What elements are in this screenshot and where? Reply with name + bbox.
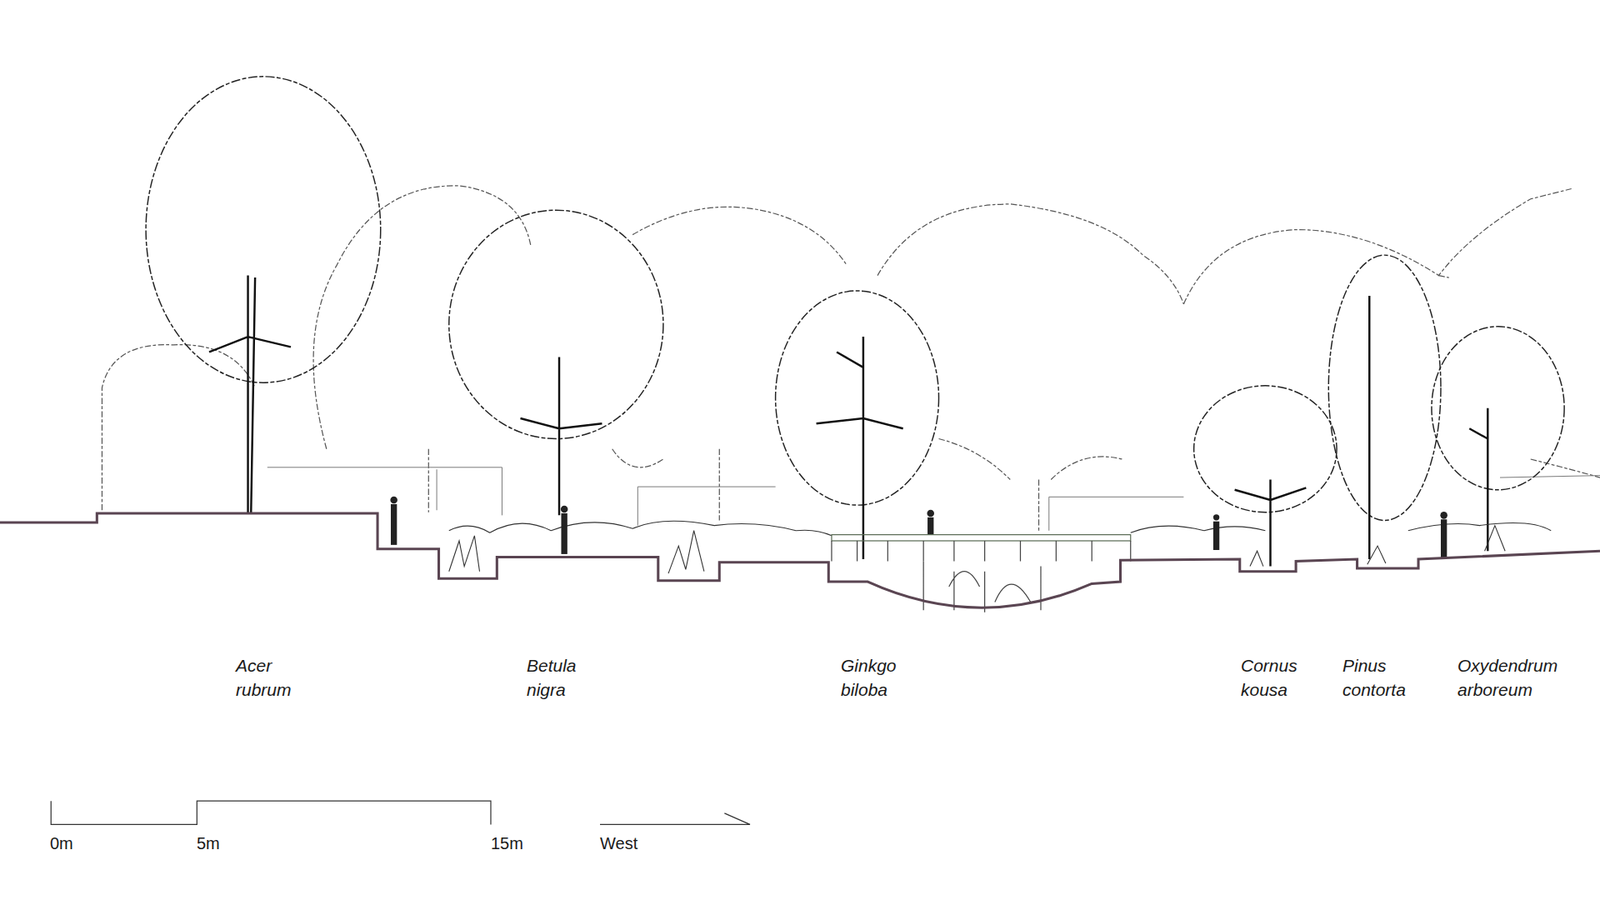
species-label: Betula nigra	[526, 653, 577, 702]
scale-bar	[50, 800, 491, 825]
tree-crowns	[145, 76, 1565, 521]
scale-label: 15m	[490, 833, 524, 854]
species-label: Cornus kousa	[1240, 653, 1298, 702]
bridge	[831, 535, 1131, 613]
scale-label: 5m	[196, 833, 220, 854]
tree-trunks	[209, 275, 1488, 567]
species-label: Acer rubrum	[235, 653, 292, 702]
shrub-layer	[449, 520, 1551, 574]
scale-label: 0m	[50, 833, 74, 854]
species-label: Ginkgo biloba	[840, 653, 897, 702]
north-arrow	[600, 813, 750, 825]
ground-line	[0, 513, 1600, 608]
direction-label: West	[600, 833, 638, 854]
species-label: Pinus contorta	[1342, 653, 1406, 702]
background-walls	[267, 467, 1600, 531]
human-figures	[390, 496, 1448, 559]
species-label: Oxydendrum arboreum	[1457, 653, 1558, 702]
